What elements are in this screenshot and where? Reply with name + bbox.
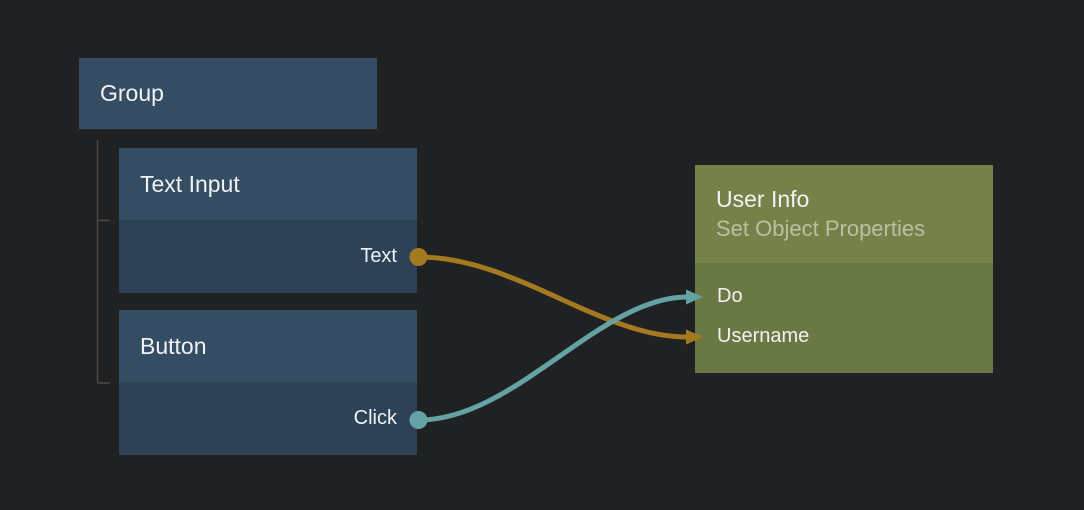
port-input-username-label: Username (717, 324, 810, 347)
port-input-username[interactable]: Username (695, 316, 993, 356)
port-output-text-label: Text (360, 245, 397, 267)
node-button[interactable]: Button Click (119, 310, 417, 455)
port-output-click[interactable]: Click (119, 382, 417, 455)
node-user-info-title: User Info (716, 186, 810, 212)
wire-text-to-username[interactable] (418, 254, 688, 340)
node-button-header[interactable]: Button (119, 310, 417, 382)
node-user-info-subtitle: Set Object Properties (716, 216, 926, 241)
node-text-input-header[interactable]: Text Input (119, 148, 417, 220)
port-input-do-label: Do (717, 284, 743, 307)
node-group[interactable]: Group (79, 58, 377, 129)
node-user-info-header[interactable]: User Info Set Object Properties (695, 165, 993, 263)
node-text-input[interactable]: Text Input Text (119, 148, 417, 293)
port-input-do[interactable]: Do (695, 276, 993, 316)
port-output-text[interactable]: Text (119, 220, 417, 293)
node-button-title: Button (140, 332, 207, 359)
port-output-click-label: Click (353, 407, 397, 429)
wire-click-to-do[interactable] (418, 294, 688, 423)
group-tree-bracket (96, 140, 110, 384)
node-text-input-title: Text Input (140, 170, 240, 197)
node-user-info[interactable]: User Info Set Object Properties Do Usern… (695, 165, 993, 373)
node-user-info-body: Do Username (695, 263, 993, 373)
node-group-title: Group (100, 80, 164, 106)
